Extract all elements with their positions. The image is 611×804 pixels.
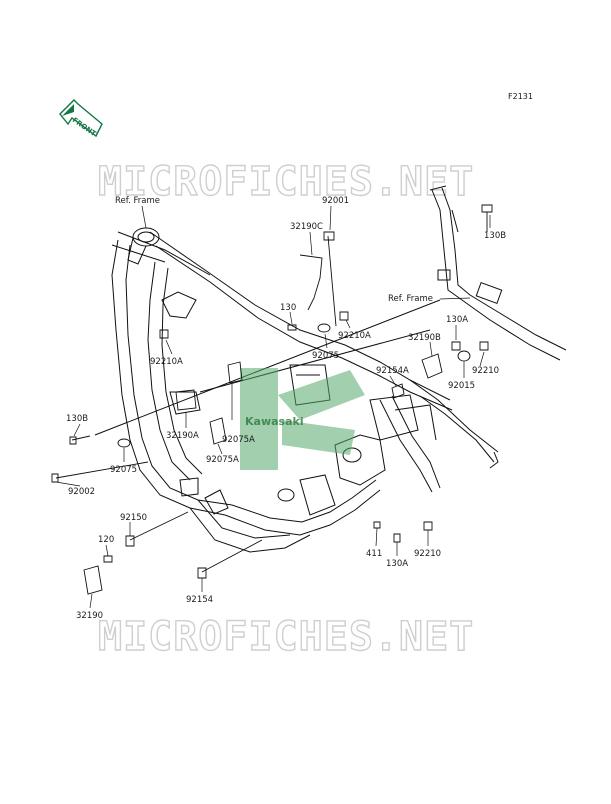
watermark-bottom: MICROFICHES.NET xyxy=(98,614,474,660)
part-label: 92210 xyxy=(414,549,441,559)
ref-frame-label-right: Ref. Frame xyxy=(388,294,433,304)
part-label: 130A xyxy=(446,315,468,325)
part-label: 130A xyxy=(386,559,408,569)
labels: Ref. Frame Ref. Frame 92001 32190C 130B … xyxy=(66,196,506,621)
part-label: 92075 xyxy=(110,465,137,475)
part-label: 32190A xyxy=(166,431,199,441)
brand-logo-text: Kawasaki xyxy=(245,415,304,428)
watermark-top: MICROFICHES.NET xyxy=(98,159,474,205)
part-label: 92075 xyxy=(312,351,339,361)
brand-logo: Kawasaki xyxy=(240,368,365,470)
part-label: 92210A xyxy=(150,357,183,367)
parts-icons xyxy=(51,204,493,595)
part-label: 92075A xyxy=(222,435,255,445)
part-label: 92210A xyxy=(338,331,371,341)
leader-lines xyxy=(55,205,491,609)
part-label: 32190C xyxy=(290,222,323,232)
part-label: 130B xyxy=(484,231,506,241)
part-label: 411 xyxy=(366,549,382,559)
part-label: 92210 xyxy=(472,366,499,376)
part-label: 92015 xyxy=(448,381,475,391)
part-label: 92001 xyxy=(322,196,349,206)
front-arrow-icon: FRONT xyxy=(59,99,103,138)
part-label: 120 xyxy=(98,535,114,545)
part-label: 92075A xyxy=(206,455,239,465)
part-label: 32190 xyxy=(76,611,103,621)
ref-frame-label-left: Ref. Frame xyxy=(115,196,160,206)
part-label: 32190B xyxy=(408,333,441,343)
diagram-code: F2131 xyxy=(508,92,533,101)
part-label: 130B xyxy=(66,414,88,424)
frame-illustration xyxy=(94,185,567,553)
part-label: 92154 xyxy=(186,595,213,605)
part-label: 92002 xyxy=(68,487,95,497)
part-label: 92154A xyxy=(376,366,409,376)
part-label: 92150 xyxy=(120,513,147,523)
part-label: 130 xyxy=(280,303,296,313)
